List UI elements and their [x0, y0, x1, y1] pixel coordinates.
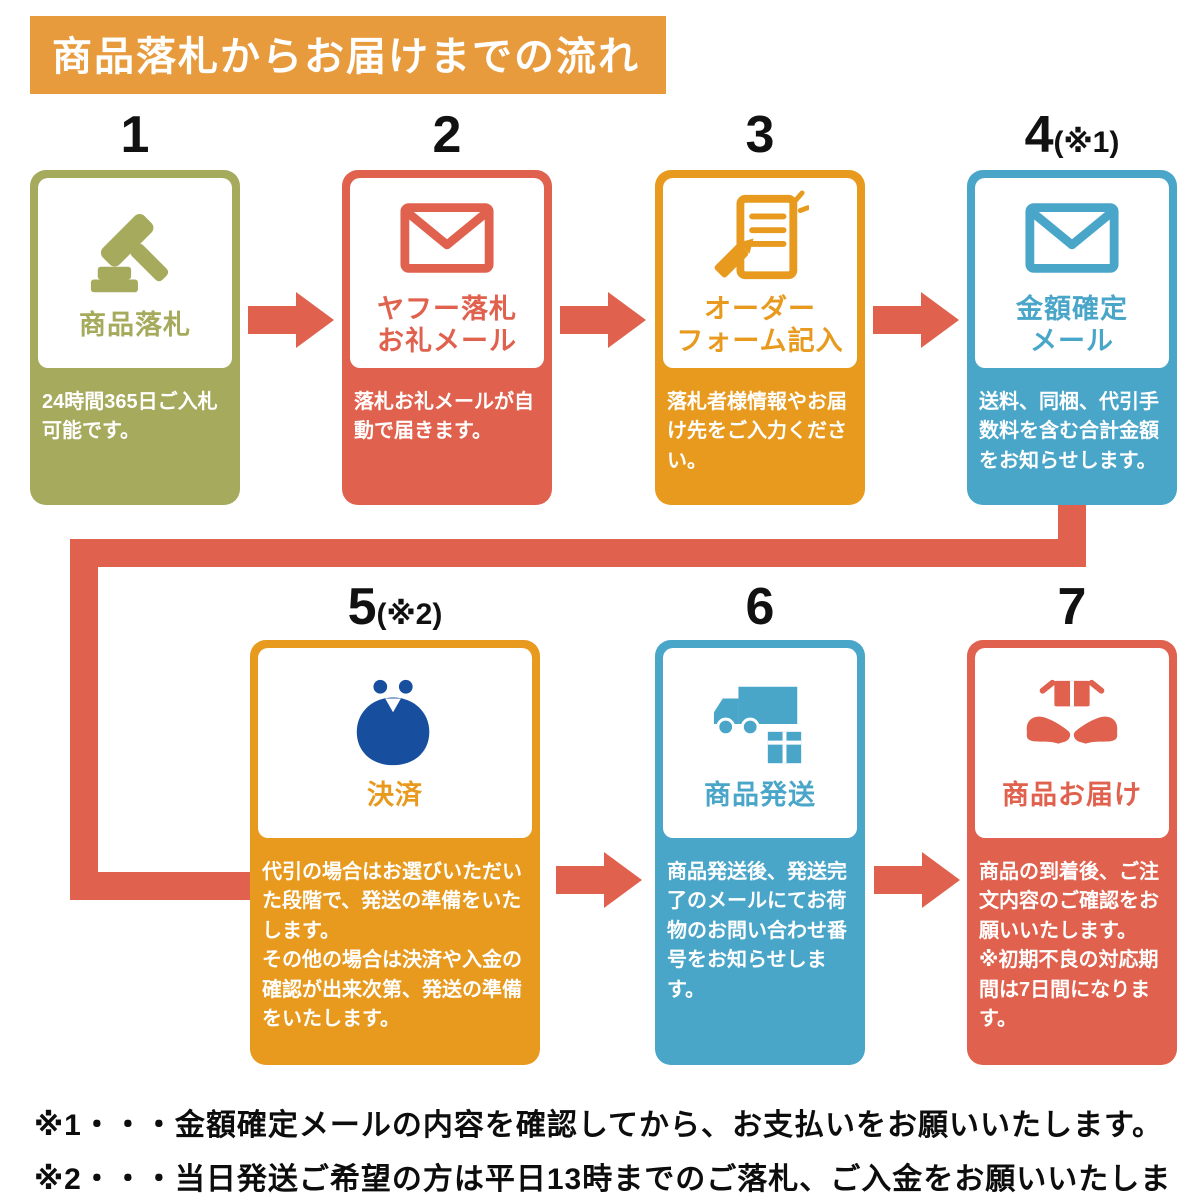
flow-arrow-5-6	[556, 852, 642, 908]
step-3-number: 3	[655, 106, 865, 164]
step-6-panel: 商品発送	[663, 648, 857, 838]
mail-icon	[398, 189, 496, 287]
flow-connector-segment-left-down	[70, 539, 98, 900]
step-3-description: 落札者様情報やお届け先をご入力ください。	[667, 391, 847, 472]
step-1-number: 1	[30, 106, 240, 164]
step-4-title: 金額確定 メール	[1016, 293, 1128, 356]
step-4-number-digit: 4	[1024, 106, 1054, 164]
step-5-number-note: (※2)	[376, 598, 443, 631]
step-7-panel: 商品お届け	[975, 648, 1169, 838]
mail-icon	[1023, 189, 1121, 287]
step-5-title: 決済	[367, 779, 423, 810]
footnote-2: ※2・・・当日発送ご希望の方は平日13時までのご落札、ご入金をお願いいたします。	[34, 1163, 1172, 1196]
step-6-number-digit: 6	[745, 578, 775, 636]
step-7-title: 商品お届け	[1002, 779, 1142, 810]
page-title: 商品落札からお届けまでの流れ	[30, 16, 666, 94]
coin-purse-icon	[346, 675, 444, 773]
step-4-panel: 金額確定 メール	[975, 178, 1169, 368]
step-1-number-digit: 1	[120, 106, 150, 164]
step-2-description: 落札お礼メールが自動で届きます。	[354, 391, 534, 443]
step-1-description: 24時間365日ご入札可能です。	[42, 391, 218, 443]
delivery-truck-icon	[711, 675, 809, 773]
step-4-number: 4(※1)	[967, 106, 1177, 164]
flow-arrow-2-3	[560, 292, 646, 348]
step-5-number-digit: 5	[347, 578, 377, 636]
step-7-number: 7	[967, 578, 1177, 636]
flow-arrow-6-7	[874, 852, 960, 908]
step-2-panel: ヤフー落札 お礼メール	[350, 178, 544, 368]
step-card-order-form: オーダー フォーム記入 落札者様情報やお届け先をご入力ください。	[655, 170, 865, 505]
flow-connector-segment-across	[70, 539, 1086, 567]
hands-delivery-icon	[1023, 675, 1121, 773]
step-1-panel: 商品落札	[38, 178, 232, 368]
step-6-number: 6	[655, 578, 865, 636]
step-7-description: 商品の到着後、ご注文内容のご確認をお願いいたします。 ※初期不良の対応期間は7日…	[979, 861, 1159, 1030]
step-5-panel: 決済	[258, 648, 532, 838]
step-card-auction-win: 商品落札 24時間365日ご入札可能です。	[30, 170, 240, 505]
step-5-number: 5(※2)	[250, 578, 540, 636]
step-card-shipping: 商品発送 商品発送後、発送完了のメールにてお荷物のお問い合わせ番号をお知らせしま…	[655, 640, 865, 1065]
step-3-panel: オーダー フォーム記入	[663, 178, 857, 368]
step-3-number-digit: 3	[745, 106, 775, 164]
step-card-thanks-mail: ヤフー落札 お礼メール 落札お礼メールが自動で届きます。	[342, 170, 552, 505]
step-6-description: 商品発送後、発送完了のメールにてお荷物のお問い合わせ番号をお知らせします。	[667, 861, 847, 1001]
gavel-icon	[86, 205, 184, 303]
step-2-number: 2	[342, 106, 552, 164]
step-5-description: 代引の場合はお選びいただいた段階で、発送の準備をいたします。 その他の場合は決済…	[262, 861, 522, 1030]
flow-arrow-3-4	[873, 292, 959, 348]
flow-connector-segment-into-step5	[70, 872, 260, 900]
footnote-1: ※1・・・金額確定メールの内容を確認してから、お支払いをお願いいたします。	[34, 1109, 1163, 1142]
order-form-icon	[711, 189, 809, 287]
step-3-title: オーダー フォーム記入	[676, 293, 844, 356]
step-4-description: 送料、同梱、代引手数料を含む合計金額をお知らせします。	[979, 391, 1159, 472]
step-4-number-note: (※1)	[1053, 126, 1120, 159]
step-card-payment: 決済 代引の場合はお選びいただいた段階で、発送の準備をいたします。 その他の場合…	[250, 640, 540, 1065]
step-2-title: ヤフー落札 お礼メール	[377, 293, 517, 356]
step-1-title: 商品落札	[79, 309, 191, 340]
step-7-number-digit: 7	[1057, 578, 1087, 636]
step-card-price-confirm-mail: 金額確定 メール 送料、同梱、代引手数料を含む合計金額をお知らせします。	[967, 170, 1177, 505]
step-card-delivery: 商品お届け 商品の到着後、ご注文内容のご確認をお願いいたします。 ※初期不良の対…	[967, 640, 1177, 1065]
flow-arrow-1-2	[248, 292, 334, 348]
step-2-number-digit: 2	[432, 106, 462, 164]
step-6-title: 商品発送	[704, 779, 816, 810]
